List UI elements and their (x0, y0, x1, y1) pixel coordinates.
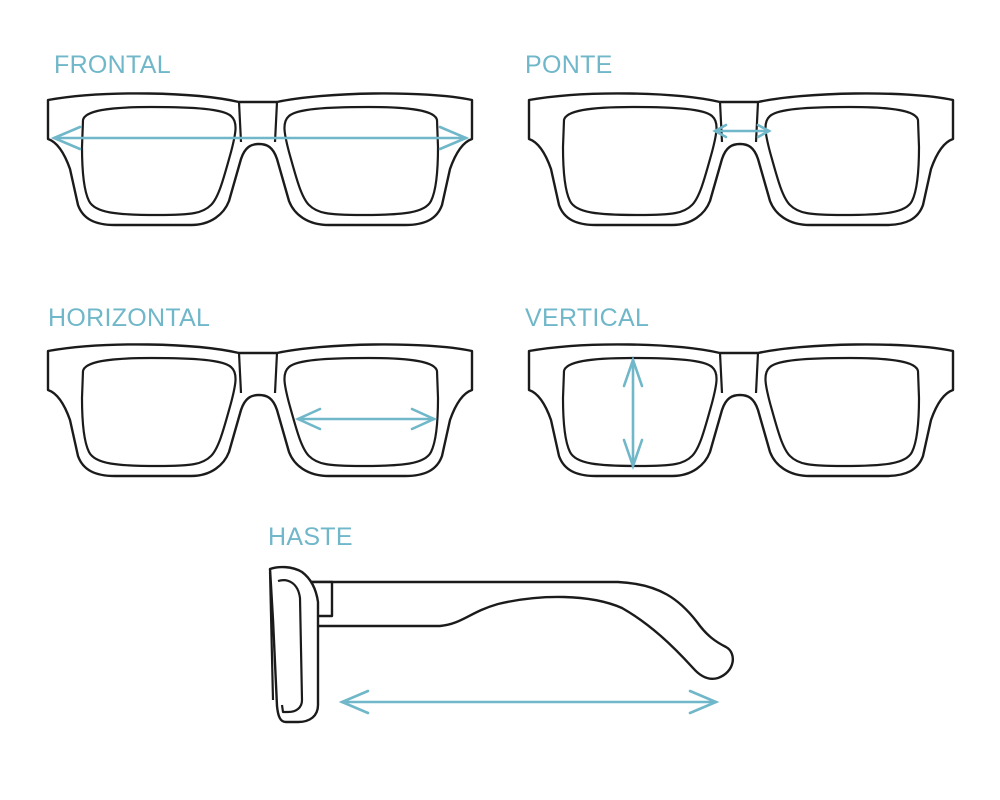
horizontal-measure-arrow (294, 407, 438, 431)
label-vertical: VERTICAL (525, 304, 649, 332)
eyeglasses-side-icon (268, 565, 734, 724)
ponte-measure-arrow (712, 123, 772, 139)
eyeglasses-front-icon-horizontal (46, 343, 474, 478)
eyeglasses-front-icon-ponte (527, 92, 955, 227)
eyeglasses-front-icon-vertical (527, 343, 955, 478)
label-frontal: FRONTAL (54, 51, 171, 79)
vertical-measure-arrow (622, 356, 644, 470)
frontal-measure-arrow (50, 125, 470, 151)
haste-measure-arrow (338, 689, 720, 715)
label-ponte: PONTE (525, 51, 613, 79)
label-haste: HASTE (268, 523, 353, 551)
label-horizontal: HORIZONTAL (48, 304, 210, 332)
eyeglasses-front-icon-frontal (46, 92, 474, 227)
